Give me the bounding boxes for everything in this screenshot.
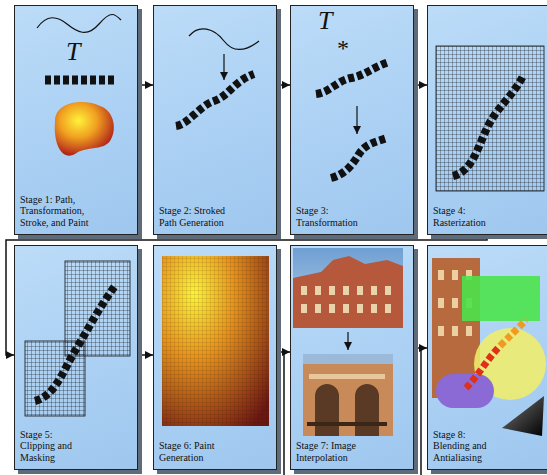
path-part [331,138,387,178]
feed-line [283,352,285,475]
polygon-part [293,256,403,328]
stage-caption: Stage 3: Transformation [296,205,368,228]
stage-illustration [428,6,547,236]
stage-label: Stage 5: Clipping and Masking [20,429,82,464]
rect-part [436,374,494,408]
path-part [316,62,389,94]
stage-label: Stage 8: Blending and Antialiasing [433,429,495,464]
symbol-label: T [66,39,80,65]
rect-part [452,298,458,308]
rect-part [452,326,458,336]
stage-illustration [154,6,278,236]
stage-caption: Stage 2: Stroked Path Generation [159,205,229,228]
stage-caption: Stage 5: Clipping and Masking [20,429,82,464]
rect-part [293,248,403,328]
line-part [223,54,224,80]
g-part [301,286,391,313]
feed-line [420,348,422,475]
stage-label: Stage 6: Paint Generation [159,440,239,463]
flow-arrow [414,347,427,349]
rect-part [303,354,393,364]
rect-part [438,326,444,336]
stage-label: Stage 3: Transformation [296,205,368,228]
stage-caption: Stage 1: Path, Transformation, Stroke, a… [20,194,92,229]
flow-arrow [138,354,153,356]
rect-part [301,304,307,313]
symbol-label: T [318,8,332,34]
path-part [466,346,500,388]
path-part [189,29,259,50]
rect-part [462,276,540,321]
rect-part [385,304,391,313]
polygon-part [502,396,544,436]
stage-box: Stage 5: Clipping and Masking [14,245,138,470]
stage-box: Stage 2: Stroked Path Generation [153,5,277,235]
rect-part [466,326,472,336]
stage-caption: Stage 8: Blending and Antialiasing [433,429,495,464]
rect-part [307,422,387,426]
rect-part [303,354,393,436]
line-part [45,76,115,85]
stage-illustration [154,246,278,471]
path-part [176,74,254,126]
rect-part [329,286,335,295]
stage-box: Stage 6: Paint Generation [153,245,277,470]
flow-arrow [277,84,290,86]
stage-label: Stage 2: Stroked Path Generation [159,205,229,228]
rect-part [371,304,377,313]
stage-label: Stage 1: Path, Transformation, Stroke, a… [20,194,92,229]
rect-part [357,286,363,295]
stage-caption: Stage 6: Paint Generation [159,440,239,463]
stage-box: Stage 3: Transformation [290,5,414,235]
rect-part [315,286,321,295]
path-part [500,320,526,346]
stage-illustration [291,6,415,236]
stage-illustration [291,246,415,471]
stage-label: Stage 7: Image Interpolation [296,440,410,463]
rect-part [162,256,269,426]
line-part [347,332,348,350]
flow-arrow [414,84,427,86]
rect-part [385,286,391,295]
flow-arrow [138,84,153,86]
rect-part [436,46,544,191]
path-part [453,76,523,176]
rect-part [162,256,269,426]
rect-part [343,304,349,313]
path-part [35,286,115,401]
path-part [355,384,379,436]
rect-part [309,374,385,379]
rect-part [371,286,377,295]
symbol-label: * [337,36,349,60]
rect-part [329,304,335,313]
rect-part [301,286,307,295]
path-part [315,384,339,436]
stage-box: Stage 8: Blending and Antialiasing [427,245,547,470]
path-part [37,15,121,33]
stage-label: Stage 4: Rasterization [433,205,503,228]
rect-part [438,298,444,308]
rect-part [452,270,458,280]
stage-box: Stage 4: Rasterization [427,5,547,235]
path-part [55,102,114,156]
rect-part [438,270,444,280]
stage-caption: Stage 7: Image Interpolation [296,440,410,463]
line-part [356,106,357,134]
rect-part [357,304,363,313]
stage-box: Stage 7: Image Interpolation [290,245,414,470]
flow-arrow [277,351,290,353]
rect-part [315,304,321,313]
rect-part [343,286,349,295]
stage-caption: Stage 4: Rasterization [433,205,503,228]
